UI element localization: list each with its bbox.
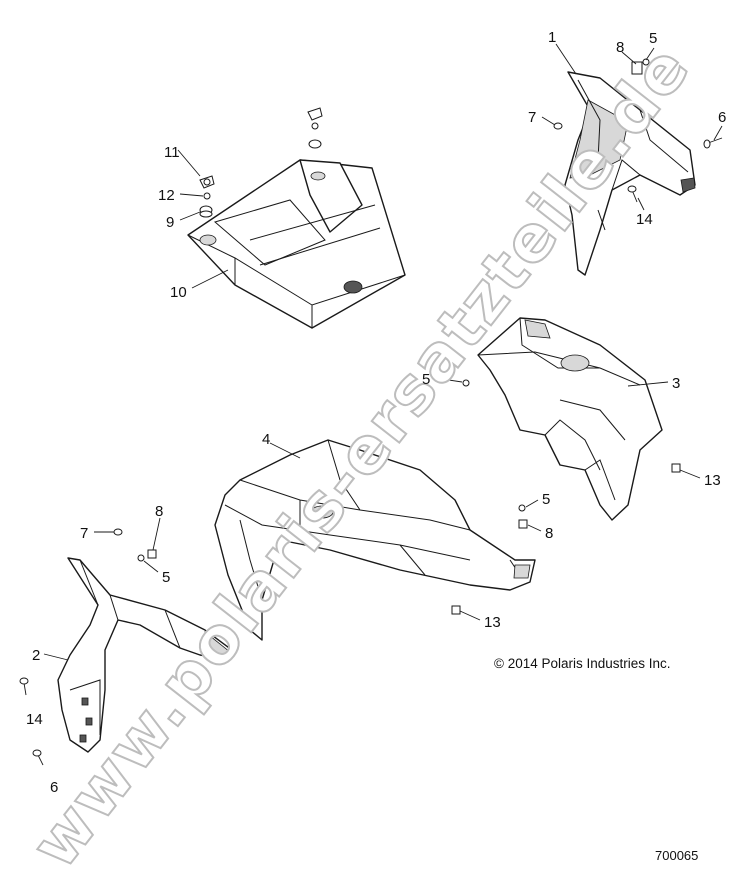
fastener-top-icon — [307, 107, 323, 149]
callout-12: 12 — [158, 187, 175, 204]
callout-6-left: 6 — [50, 779, 58, 796]
callout-labels: 1 8 5 7 6 14 11 12 9 10 3 5 4 13 5 8 13 … — [26, 29, 726, 796]
part-2-front-fender — [57, 557, 233, 753]
callout-3: 3 — [672, 375, 680, 392]
callout-8-left: 8 — [155, 503, 163, 520]
rivet-7-top-icon — [553, 122, 563, 130]
callout-13-right: 13 — [704, 472, 721, 489]
screw-5-mid-icon — [462, 379, 470, 387]
callout-8-right: 8 — [545, 525, 553, 542]
nut-13-right-icon — [671, 463, 681, 473]
fastener-12-icon — [203, 192, 211, 200]
fastener-11-icon — [199, 175, 215, 189]
screw-5-right-icon — [518, 504, 526, 512]
bolt-14-top-icon — [627, 185, 638, 203]
rivet-7-left-icon — [113, 528, 123, 536]
leader-lines — [43, 43, 723, 661]
callout-1: 1 — [548, 29, 556, 46]
callout-7-left: 7 — [80, 525, 88, 542]
callout-5-right: 5 — [542, 491, 550, 508]
callout-5-left: 5 — [162, 569, 170, 586]
callout-6: 6 — [718, 109, 726, 126]
bolt-14-left-icon — [19, 677, 29, 696]
hardware-items — [19, 58, 723, 766]
callout-2: 2 — [32, 647, 40, 664]
callout-9: 9 — [166, 214, 174, 231]
callout-10: 10 — [170, 284, 187, 301]
callout-7: 7 — [528, 109, 536, 126]
part-10-hood-cover — [187, 159, 406, 329]
callout-13-mid: 13 — [484, 614, 501, 631]
part-3-side-panel — [477, 317, 663, 521]
part-1-front-panel — [564, 71, 696, 276]
screw-5-left-icon — [137, 554, 145, 562]
callout-4: 4 — [262, 431, 270, 448]
nut-13-mid-icon — [451, 605, 461, 615]
figure-number: 700065 — [655, 848, 698, 863]
bolt-6-top-icon — [703, 137, 723, 149]
bolt-6-left-icon — [32, 749, 44, 766]
screw-5-top-icon — [642, 58, 650, 66]
grommet-9-icon — [199, 205, 213, 218]
callout-5-mid: 5 — [422, 371, 430, 388]
callout-5: 5 — [649, 30, 657, 47]
nut-8-right-icon — [518, 519, 528, 529]
nut-8-left-icon — [147, 549, 157, 559]
callout-8: 8 — [616, 39, 624, 56]
callout-14-left: 14 — [26, 711, 43, 728]
callout-14: 14 — [636, 211, 653, 228]
nut-8-top-icon — [631, 61, 643, 75]
callout-11: 11 — [164, 144, 180, 161]
part-4-center-panel — [214, 439, 536, 641]
copyright-text: © 2014 Polaris Industries Inc. — [494, 656, 671, 671]
